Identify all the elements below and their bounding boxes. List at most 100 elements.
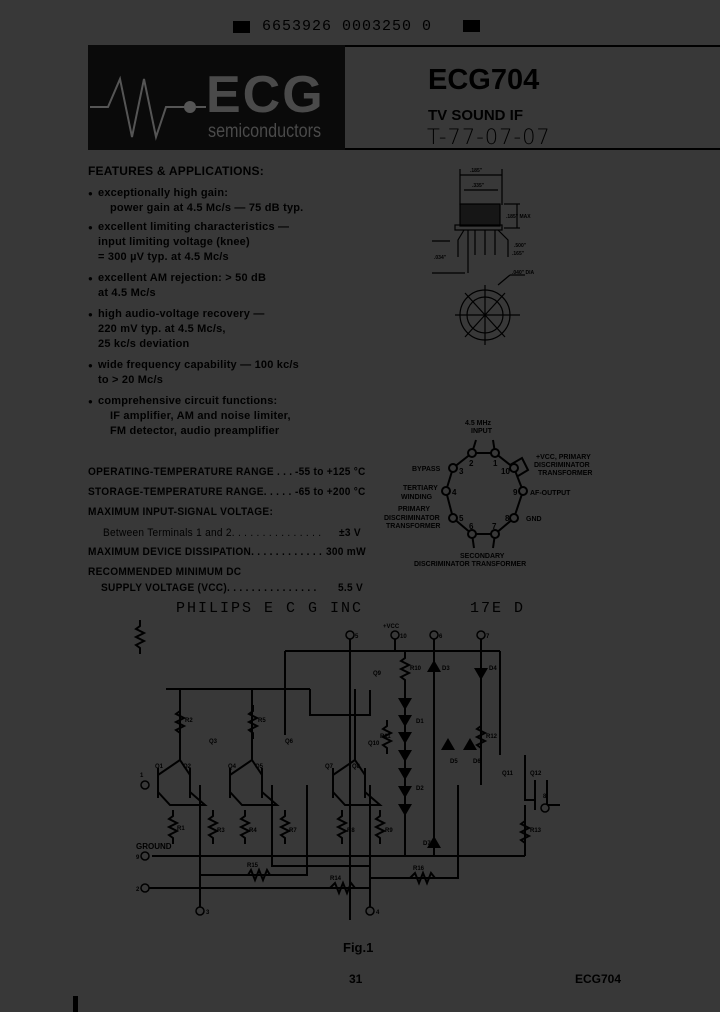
d-label: D4	[489, 666, 497, 672]
r-label: R15	[247, 863, 259, 869]
storage-temp-value: -65 to +200 °C	[295, 486, 366, 498]
pin-circle: 1 2 3 4 5 6 7 8 9 10 4.5 MHz INPUT +VCC,…	[384, 420, 592, 568]
bullet-icon: ●	[88, 310, 93, 319]
circuit-schematic: 1 2 3 4 5 6 7 8 9 10 +VCC GROUND Q1 Q2 Q…	[133, 620, 560, 920]
q-label: Q6	[285, 739, 294, 745]
feature-line: exceptionally high gain:	[98, 187, 229, 199]
footer-part-number: ECG704	[575, 972, 622, 986]
pin-label: 5	[459, 514, 464, 523]
terminal-label: 9	[136, 855, 140, 861]
title-box: ECG704 TV SOUND IF T-77-07-07	[345, 45, 720, 150]
vcc-label: +VCC, PRIMARY	[536, 454, 591, 461]
feature-item: ●high audio-voltage recovery —220 mV typ…	[88, 307, 303, 352]
secondary-label: SECONDARY	[460, 553, 505, 560]
between-terminals-label: Between Terminals 1 and 2. . . . . . . .…	[103, 527, 322, 539]
pin-label: 8	[505, 514, 510, 523]
q-label: Q3	[209, 739, 218, 745]
feature-item: ● excellent AM rejection: > 50 dB at 4.5 M…	[88, 271, 303, 301]
pinout-diagram: 1 2 3 4 5 6 7 8 9 10 4.5 MHz INPUT +VCC,…	[380, 410, 620, 580]
r-label: R1	[177, 826, 185, 832]
features-list: ● exceptionally high gain: power gain at 4…	[88, 186, 303, 439]
feature-line: power gain at 4.5 Mc/s — 75 dB typ.	[110, 202, 304, 214]
operating-temp-label: OPERATING-TEMPERATURE RANGE . . .	[88, 466, 293, 478]
part-number: ECG704	[428, 64, 540, 96]
q-label: Q7	[325, 764, 334, 770]
supply-voltage-value: 5.5 V	[338, 582, 364, 594]
pin-label: 4	[452, 488, 457, 497]
r-label: R5	[258, 718, 266, 724]
terminal-label: 1	[140, 773, 144, 779]
between-terminals-value: ±3 V	[339, 527, 361, 539]
vcc-label: DISCRIMINATOR	[534, 462, 590, 469]
vcc-label: +VCC	[383, 624, 400, 630]
input-label: 4.5 MHz	[465, 420, 492, 427]
bullet-icon: ●	[88, 397, 93, 406]
r-label: R10	[410, 666, 422, 672]
gnd-label: GND	[526, 516, 542, 523]
bullet-icon: ●	[88, 189, 93, 198]
feature-item: ● comprehensive circuit functions: IF ampl…	[88, 394, 303, 439]
primary-label: TRANSFORMER	[386, 523, 440, 530]
bypass-label: BYPASS	[412, 466, 441, 473]
feature-line: high audio-voltage recovery —	[98, 308, 265, 320]
d-label: D2	[416, 786, 424, 792]
input-label: INPUT	[471, 428, 493, 435]
max-dissipation-value: 300 mW	[326, 546, 366, 558]
package-outline-drawing: .185".335".185" MAX.500".165".034".040" …	[432, 168, 534, 345]
max-dissipation-label: MAXIMUM DEVICE DISSIPATION. . . . . . . …	[88, 546, 323, 558]
registration-mark	[463, 20, 480, 32]
handwritten-code: T-77-07-07	[427, 125, 551, 149]
svg-text:.185": .185"	[470, 168, 483, 174]
primary-label: PRIMARY	[398, 506, 430, 513]
storage-temp-label: STORAGE-TEMPERATURE RANGE. . . . .	[88, 486, 292, 498]
q-label: Q10	[368, 741, 380, 747]
feature-line: = 300 µV typ. at 4.5 Mc/s	[98, 251, 229, 263]
subtitle: TV SOUND IF	[428, 107, 524, 124]
q-label: Q8	[352, 764, 361, 770]
q-label: Q11	[502, 771, 514, 777]
waveform-icon	[90, 75, 206, 141]
svg-text:.034": .034"	[434, 255, 447, 261]
vcc-label: TRANSFORMER	[538, 470, 592, 477]
feature-item: ● wide frequency capability — 100 kc/s to …	[88, 358, 303, 388]
d-label: D5	[450, 759, 458, 765]
r-label: R7	[289, 828, 297, 834]
feature-line: wide frequency capability — 100 kc/s	[98, 359, 300, 371]
r-label: R4	[249, 828, 257, 834]
ecg-logo: ECG semiconductors	[88, 45, 345, 150]
r-label: R3	[217, 828, 225, 834]
svg-text:.500": .500"	[514, 243, 527, 249]
primary-label: DISCRIMINATOR	[384, 515, 440, 522]
logo-subtext: semiconductors	[208, 121, 322, 142]
bullet-icon: ●	[88, 361, 93, 370]
bullet-icon: ●	[88, 274, 93, 283]
page-number: 31	[349, 972, 363, 986]
stamp-code: 17E D	[470, 600, 526, 617]
ground-label: GROUND	[136, 842, 172, 851]
feature-line: comprehensive circuit functions:	[98, 395, 278, 407]
feature-line: at 4.5 Mc/s	[98, 287, 156, 299]
tertiary-label: TERTIARY	[403, 485, 438, 492]
feature-line: excellent limiting characteristics —	[98, 221, 290, 233]
r-label: R12	[486, 734, 498, 740]
d-label: D3	[442, 666, 450, 672]
pin-label: 6	[469, 522, 474, 531]
rec-min-heading: RECOMMENDED MINIMUM DC	[88, 566, 242, 578]
feature-line: to > 20 Mc/s	[98, 374, 164, 386]
q-label: Q9	[373, 671, 382, 677]
operating-temp-value: -55 to +125 °C	[295, 466, 366, 478]
feature-line: excellent AM rejection: > 50 dB	[98, 272, 267, 284]
feature-line: IF amplifier, AM and noise limiter,	[110, 410, 291, 422]
company-stamp: PHILIPS E C G INC	[176, 600, 364, 617]
svg-text:.165": .165"	[512, 251, 525, 257]
terminal-label: 6	[439, 634, 443, 640]
svg-text:.335": .335"	[472, 183, 485, 189]
q-label: Q4	[228, 764, 237, 770]
svg-text:.185" MAX: .185" MAX	[506, 214, 531, 220]
q-label: Q1	[155, 764, 164, 770]
feature-line: 25 kc/s deviation	[98, 338, 190, 350]
r-label: R16	[413, 866, 425, 872]
pin-label: 2	[469, 459, 474, 468]
r-label: R8	[347, 828, 355, 834]
feature-line: input limiting voltage (knee)	[98, 236, 250, 248]
